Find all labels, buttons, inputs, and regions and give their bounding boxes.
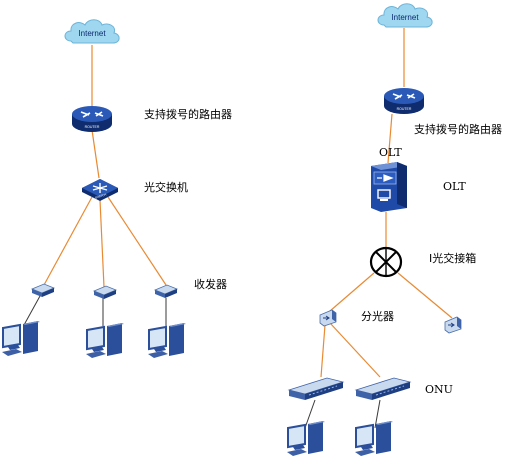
pc-right-2 bbox=[353, 418, 395, 457]
link-switch-transceiver-1 bbox=[43, 196, 93, 286]
onu-label: ONU bbox=[425, 383, 453, 396]
pc-icon bbox=[148, 323, 186, 358]
router-left: ROUTER bbox=[71, 103, 113, 134]
splitter-icon bbox=[319, 309, 337, 327]
splitter-label: 分光器 bbox=[361, 310, 394, 323]
router-icon: ROUTER bbox=[72, 106, 112, 132]
link-splitter-onu-1 bbox=[320, 324, 326, 378]
internet-cloud-right: Internet bbox=[374, 0, 436, 32]
cabinet-label: I光交接箱 bbox=[429, 252, 477, 265]
router-label-left: 支持拨号的路由器 bbox=[144, 108, 232, 121]
onu-icon bbox=[287, 377, 345, 400]
link-transceiver-pc-1 bbox=[23, 295, 41, 326]
olt-icon bbox=[371, 162, 407, 212]
pc-icon bbox=[86, 323, 124, 358]
olt-device bbox=[367, 160, 409, 214]
pc-icon bbox=[2, 321, 40, 356]
cabinet-icon bbox=[369, 246, 403, 278]
transceiver-icon bbox=[30, 283, 56, 297]
transceiver-1 bbox=[30, 282, 56, 298]
pc-icon bbox=[287, 421, 325, 456]
transceiver-icon bbox=[92, 285, 118, 299]
pc-left-3 bbox=[146, 320, 188, 360]
link-cabinet-splitter-2 bbox=[397, 272, 453, 319]
transceiver-3 bbox=[153, 283, 179, 299]
cabinet-device bbox=[369, 246, 403, 278]
transceiver-2 bbox=[92, 284, 118, 300]
onu-1 bbox=[287, 374, 345, 402]
splitter-icon bbox=[444, 316, 462, 334]
olt-side-label: OLT bbox=[443, 180, 466, 193]
link-router-olt bbox=[387, 113, 393, 164]
transceiver-icon bbox=[153, 284, 179, 298]
router-badge: ROUTER bbox=[397, 107, 412, 111]
router-label-right: 支持拨号的路由器 bbox=[414, 123, 502, 136]
link-switch-transceiver-2 bbox=[99, 199, 105, 288]
olt-top-label: OLT bbox=[379, 146, 402, 159]
cloud-icon: Internet bbox=[377, 3, 433, 28]
router-icon: ROUTER bbox=[384, 88, 424, 114]
router-badge: ROUTER bbox=[85, 125, 100, 129]
pc-left-2 bbox=[84, 320, 126, 360]
link-onu-pc-2 bbox=[374, 399, 381, 429]
switch-left: SWITCH bbox=[79, 176, 121, 202]
link-switch-transceiver-3 bbox=[107, 196, 167, 286]
pc-icon bbox=[355, 421, 393, 456]
link-splitter-onu-2 bbox=[329, 322, 381, 378]
onu-icon bbox=[354, 377, 412, 400]
switch-icon: SWITCH bbox=[82, 179, 118, 201]
switch-badge: SWITCH bbox=[94, 192, 107, 199]
link-onu-pc-1 bbox=[304, 399, 316, 429]
pc-right-1 bbox=[285, 418, 327, 457]
link-cabinet-splitter-1 bbox=[329, 272, 375, 312]
link-router-switch-left bbox=[91, 129, 100, 179]
switch-label-left: 光交换机 bbox=[144, 181, 188, 194]
splitter-2 bbox=[443, 314, 463, 334]
cloud-icon: Internet bbox=[64, 19, 120, 44]
cloud-label: Internet bbox=[78, 29, 106, 38]
onu-2 bbox=[354, 374, 412, 402]
internet-cloud-left: Internet bbox=[61, 15, 123, 49]
pc-left-1 bbox=[0, 318, 42, 358]
transceiver-label: 收发器 bbox=[194, 278, 227, 291]
splitter-1 bbox=[318, 307, 338, 327]
cloud-label: Internet bbox=[391, 13, 419, 22]
router-right: ROUTER bbox=[383, 85, 425, 116]
